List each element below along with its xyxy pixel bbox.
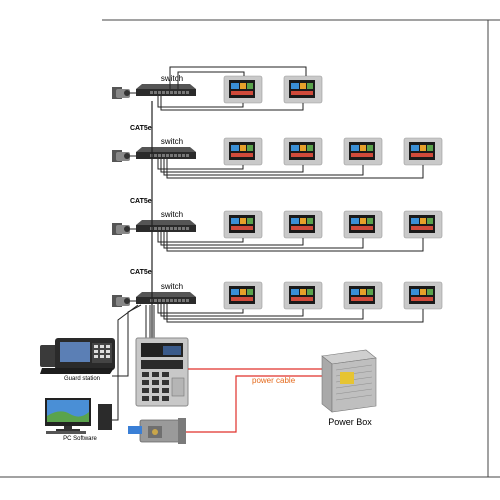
indoor-monitor — [403, 137, 443, 166]
pc-software-device — [45, 398, 112, 434]
power-box-label: Power Box — [328, 417, 372, 427]
electric-lock-device — [128, 418, 186, 444]
switch-row-4: switch — [112, 281, 443, 323]
indoor-monitor — [403, 210, 443, 239]
power-box-device — [321, 349, 377, 413]
indoor-monitor — [223, 75, 263, 104]
network-switch — [136, 292, 196, 304]
switch-row-1: switch — [112, 66, 323, 111]
indoor-monitor — [283, 137, 323, 166]
cat5e-labels: CAT5e CAT5e CAT5e — [130, 125, 152, 276]
network-switch — [136, 147, 196, 159]
pc-software-label: PC Software — [63, 436, 97, 442]
cat5e-label-1: CAT5e — [130, 125, 152, 132]
outdoor-door-panel — [135, 337, 189, 407]
cat5e-label-3: CAT5e — [130, 269, 152, 276]
camera-icon — [112, 223, 138, 235]
indoor-monitor — [223, 281, 263, 310]
camera-icon — [112, 150, 138, 162]
frame-lines — [0, 19, 500, 478]
rows-layer: switch switch switch switch — [112, 66, 443, 323]
power-cable-label: power cable — [252, 376, 296, 385]
switch-label: switch — [161, 282, 183, 291]
indoor-monitor — [343, 281, 383, 310]
guard-station-device — [40, 338, 115, 374]
network-switch — [136, 84, 196, 96]
camera-icon — [112, 295, 138, 307]
switch-label: switch — [161, 74, 183, 83]
indoor-monitor — [223, 137, 263, 166]
indoor-monitor — [283, 281, 323, 310]
power-wire-lock — [186, 375, 322, 433]
switch-label: switch — [161, 137, 183, 146]
indoor-monitor — [403, 281, 443, 310]
indoor-monitor — [343, 137, 383, 166]
guard-station-label: Guard station — [64, 376, 100, 382]
indoor-monitor — [283, 75, 323, 104]
indoor-monitor — [283, 210, 323, 239]
power-wires — [186, 368, 322, 433]
indoor-monitor — [343, 210, 383, 239]
switch-row-3: switch — [112, 210, 443, 252]
switch-row-2: switch — [112, 137, 443, 179]
network-switch — [136, 220, 196, 232]
indoor-monitor — [223, 210, 263, 239]
camera-icon — [112, 87, 138, 99]
switch-label: switch — [161, 210, 183, 219]
cat5e-label-2: CAT5e — [130, 198, 152, 205]
